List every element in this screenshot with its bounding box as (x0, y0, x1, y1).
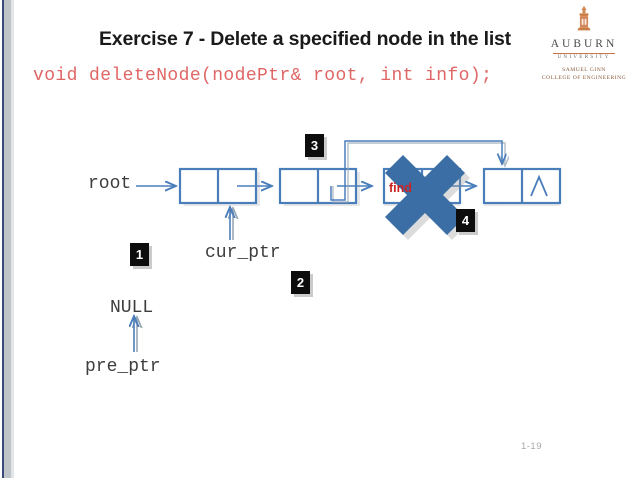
step-badge-2: 2 (291, 271, 310, 294)
logo-college-line2: COLLEGE OF ENGINEERING (541, 74, 627, 81)
step-badge-1: 1 (130, 243, 149, 266)
label-cur-ptr: cur_ptr (205, 243, 281, 263)
page-number: 1-19 (520, 441, 542, 452)
logo-college-line1: SAMUEL GINN (562, 66, 606, 73)
pre-ptr-arrow (134, 316, 137, 352)
label-pre-ptr: pre_ptr (85, 357, 161, 377)
label-root: root (88, 174, 132, 194)
find-label: find (389, 181, 412, 195)
left-edge-gray-bar (4, 0, 11, 478)
auburn-tower-icon (577, 5, 591, 31)
label-null: NULL (110, 298, 154, 318)
step-badge-3: 3 (305, 134, 324, 157)
list-node-4 (482, 167, 562, 205)
step-badge-4: 4 (456, 209, 475, 232)
left-edge-navy-bar (2, 0, 4, 478)
left-edge-gray-bar-light (11, 0, 14, 478)
logo-divider (553, 52, 615, 54)
list-node-2 (278, 167, 372, 205)
logo-wordmark: AUBURN (550, 38, 618, 50)
null-pointer-glyph (530, 174, 548, 197)
logo-university: UNIVERSITY (557, 53, 611, 60)
list-node-1 (178, 167, 272, 205)
page-title: Exercise 7 - Delete a specified node in … (99, 28, 511, 50)
bypass-link-arrow (330, 140, 505, 203)
code-signature: void deleteNode(nodePtr& root, int info)… (33, 66, 493, 86)
cur-ptr-arrow (230, 207, 233, 240)
delete-cross-icon (385, 155, 470, 240)
auburn-logo: AUBURN UNIVERSITY SAMUEL GINN COLLEGE OF… (536, 4, 632, 81)
